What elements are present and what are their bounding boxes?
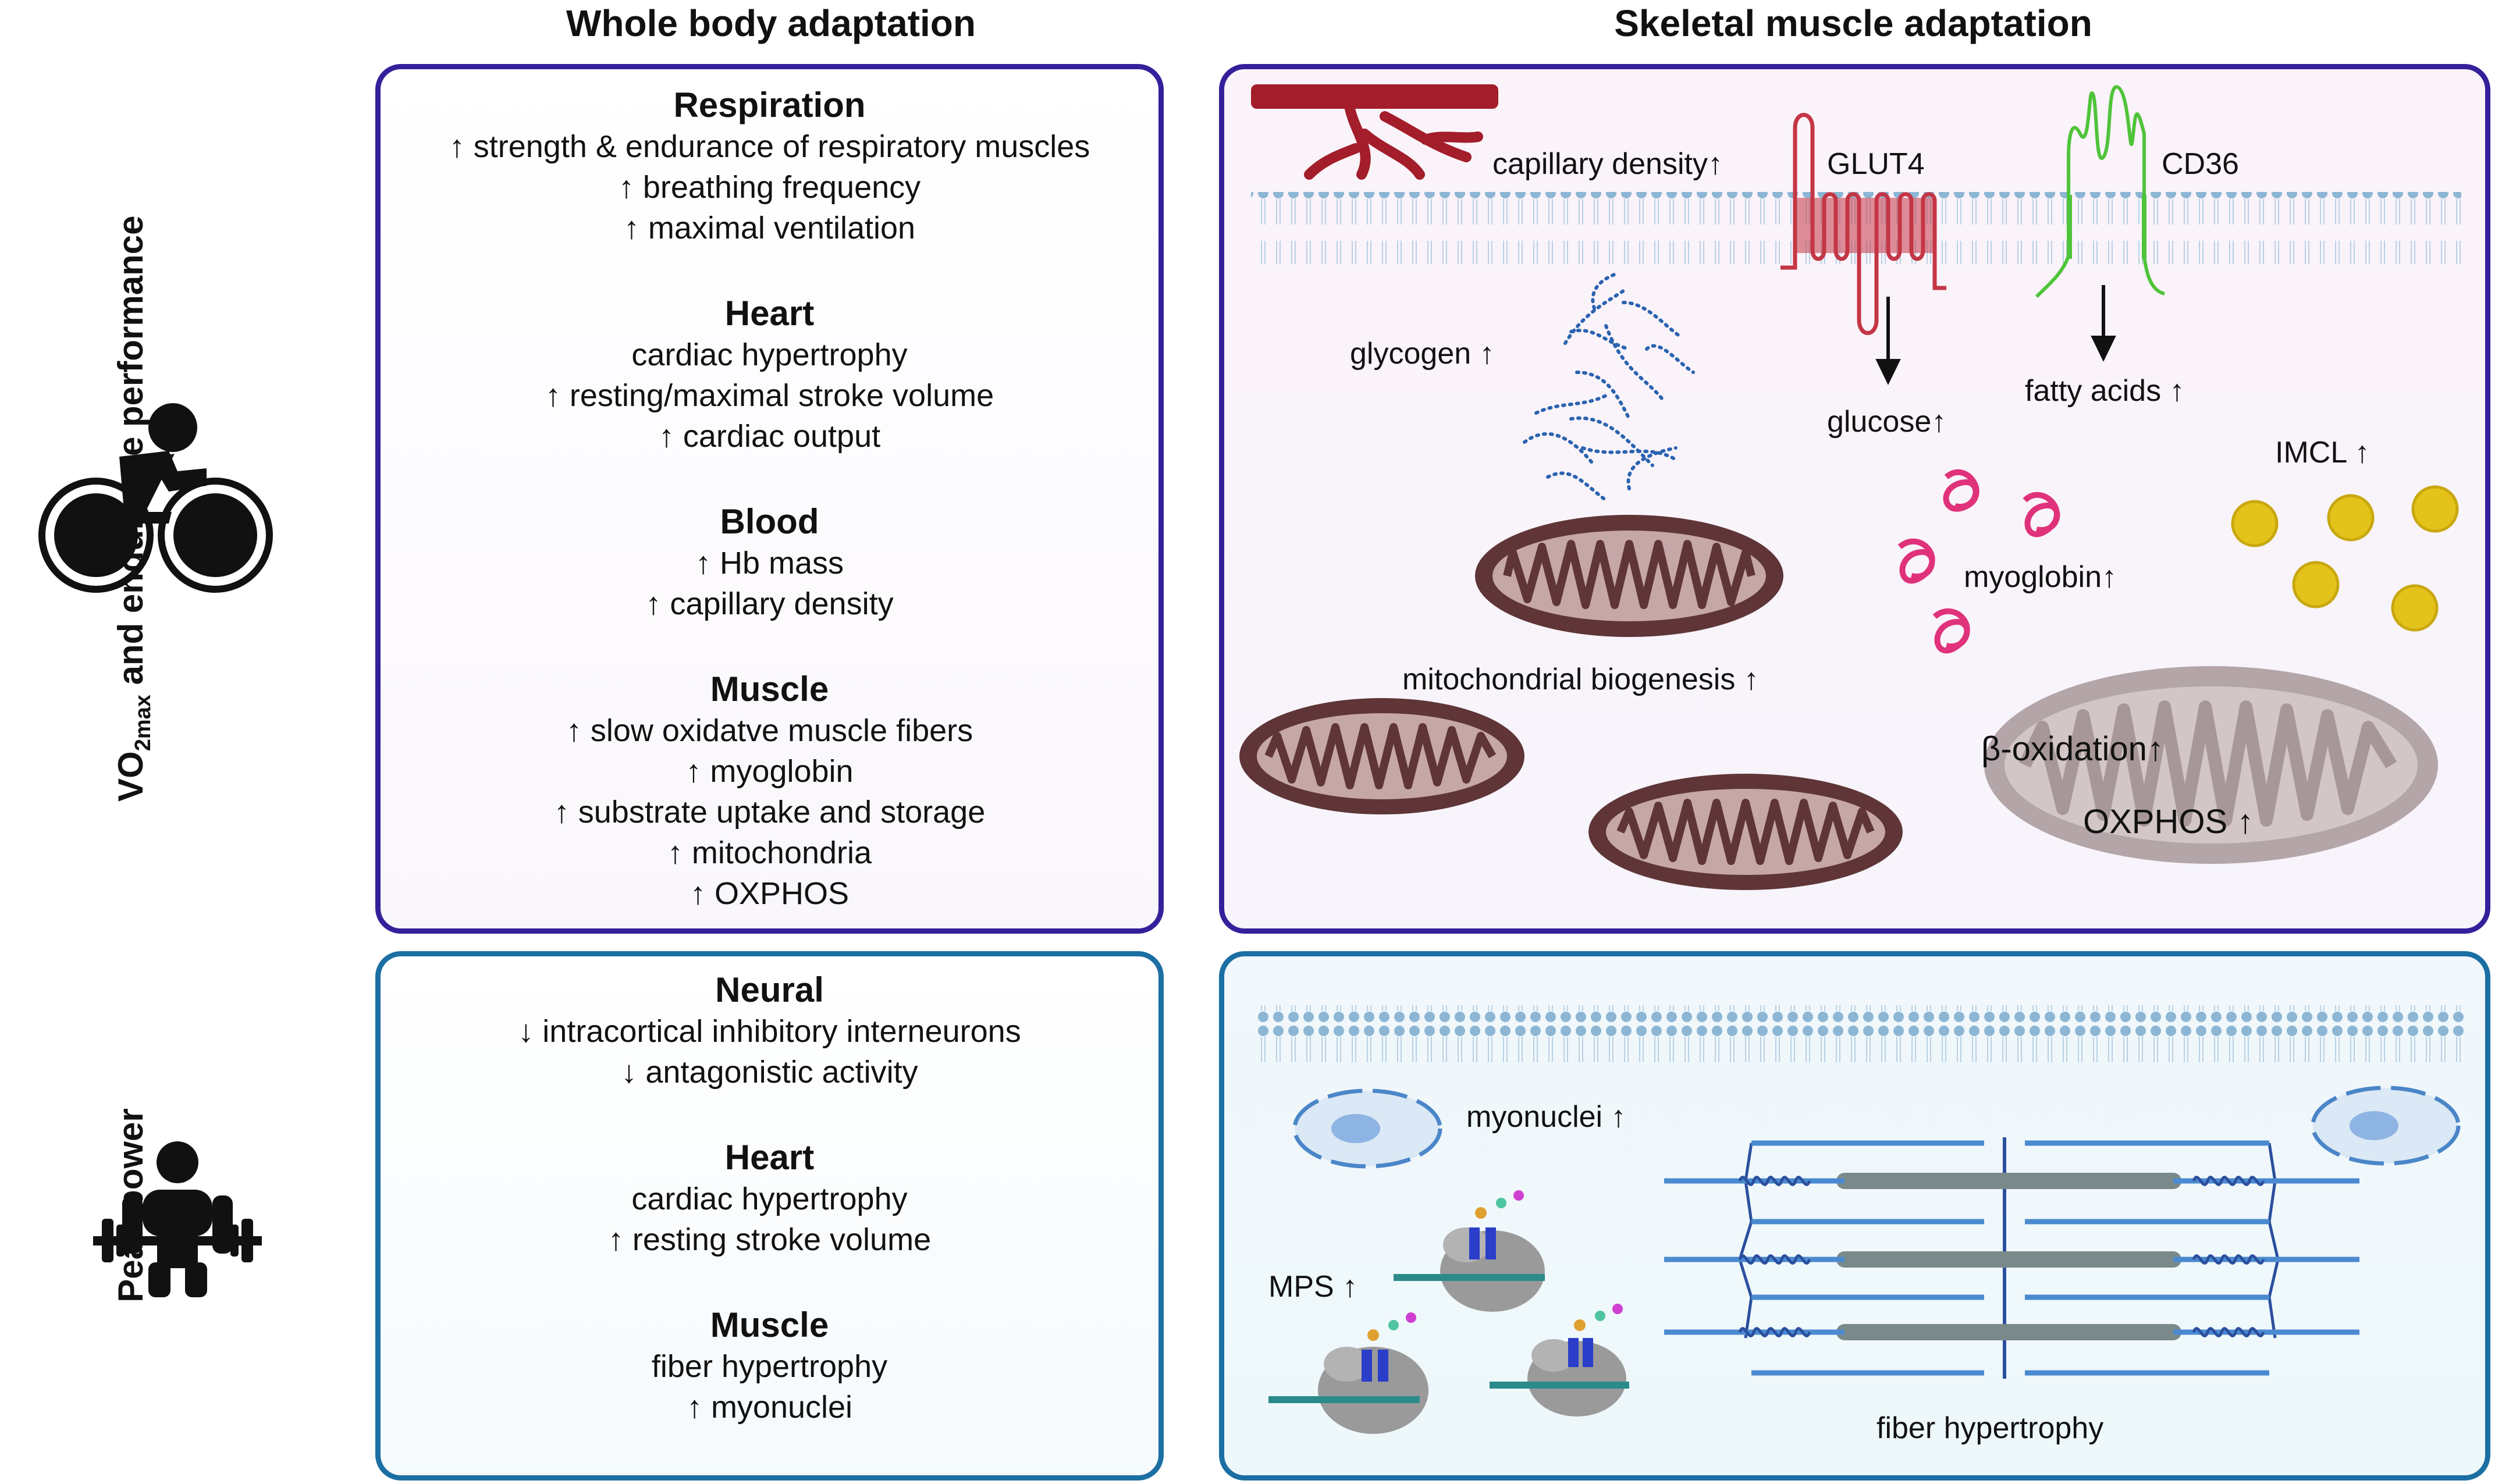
row-label-vo-prefix: VO [111, 751, 150, 802]
section-title: Heart [724, 294, 815, 333]
section-respiration: Respiration ↑ strength & endurance of re… [381, 84, 1158, 248]
section-muscle: Muscle ↑ slow oxidatve muscle fibers ↑ m… [381, 668, 1158, 914]
label-mitochondrial-biogenesis: mitochondrial biogenesis ↑ [1402, 663, 1759, 696]
section-title: Respiration [673, 86, 866, 124]
section-line: ↑ resting/maximal stroke volume [545, 378, 994, 413]
section-line: ↑ capillary density [645, 586, 894, 621]
row-label-vo-subscript: 2max [131, 695, 155, 752]
label-oxphos: OXPHOS ↑ [2083, 803, 2254, 841]
panel-skeletal-power [1219, 951, 2490, 1481]
whole-body-endurance-list: Respiration ↑ strength & endurance of re… [381, 84, 1158, 914]
section-line: ↓ intracortical inhibitory interneurons [518, 1014, 1021, 1049]
label-beta-oxidation: β-oxidation↑ [1981, 730, 2164, 768]
whole-body-power-list: Neural ↓ intracortical inhibitory intern… [381, 969, 1158, 1428]
section-muscle: Muscle fiber hypertrophy ↑ myonuclei [381, 1304, 1158, 1428]
section-neural: Neural ↓ intracortical inhibitory intern… [381, 969, 1158, 1092]
section-heart: Heart cardiac hypertrophy ↑ resting/maxi… [381, 293, 1158, 457]
section-heart: Heart cardiac hypertrophy ↑ resting stro… [381, 1137, 1158, 1260]
column-title-whole-body: Whole body adaptation [566, 2, 976, 44]
section-line: ↓ antagonistic activity [621, 1055, 918, 1090]
section-line: cardiac hypertrophy [631, 1181, 908, 1216]
label-imcl: IMCL ↑ [2275, 436, 2370, 469]
section-line: ↑ mitochondria [667, 835, 872, 870]
section-line: ↑ slow oxidatve muscle fibers [566, 713, 973, 748]
row-label-endurance: VO2max and endurance performance [108, 216, 155, 802]
label-cd36: CD36 [2162, 147, 2239, 181]
section-line: ↑ substrate uptake and storage [553, 795, 986, 830]
row-label-endurance-suffix: and endurance performance [111, 215, 150, 695]
section-line: fiber hypertrophy [651, 1349, 888, 1384]
label-capillary-density: capillary density↑ [1492, 147, 1723, 181]
label-glucose: glucose↑ [1827, 405, 1947, 439]
section-line: ↑ myonuclei [686, 1390, 853, 1425]
section-line: cardiac hypertrophy [631, 337, 908, 372]
panel-whole-body-power: Neural ↓ intracortical inhibitory intern… [375, 951, 1164, 1481]
section-line: ↑ OXPHOS [690, 876, 850, 911]
panel-whole-body-endurance: Respiration ↑ strength & endurance of re… [375, 64, 1164, 934]
label-mps: MPS ↑ [1268, 1270, 1358, 1304]
panel-skeletal-endurance [1219, 64, 2490, 934]
label-glycogen: glycogen ↑ [1350, 337, 1495, 371]
section-line: ↑ maximal ventilation [623, 211, 916, 245]
section-title: Neural [715, 970, 824, 1009]
section-line: ↑ myoglobin [685, 754, 854, 789]
section-title: Heart [724, 1138, 815, 1177]
section-title: Muscle [710, 1305, 829, 1344]
label-fatty-acids: fatty acids ↑ [2025, 374, 2185, 408]
section-title: Muscle [710, 670, 829, 709]
label-glut4: GLUT4 [1827, 147, 1925, 181]
label-fiber-hypertrophy: fiber hypertrophy [1876, 1411, 2104, 1445]
section-line: ↑ Hb mass [695, 546, 844, 581]
section-title: Blood [720, 502, 819, 541]
label-myoglobin: myoglobin↑ [1964, 560, 2117, 594]
section-blood: Blood ↑ Hb mass ↑ capillary density [381, 501, 1158, 624]
row-label-peak-power: Peak power [111, 1108, 150, 1302]
column-title-skeletal-muscle: Skeletal muscle adaptation [1614, 2, 2092, 44]
section-line: ↑ strength & endurance of respiratory mu… [449, 129, 1090, 164]
section-line: ↑ cardiac output [658, 419, 881, 454]
section-line: ↑ breathing frequency [618, 170, 921, 205]
section-line: ↑ resting stroke volume [607, 1222, 932, 1257]
label-myonuclei: myonuclei ↑ [1466, 1100, 1626, 1134]
